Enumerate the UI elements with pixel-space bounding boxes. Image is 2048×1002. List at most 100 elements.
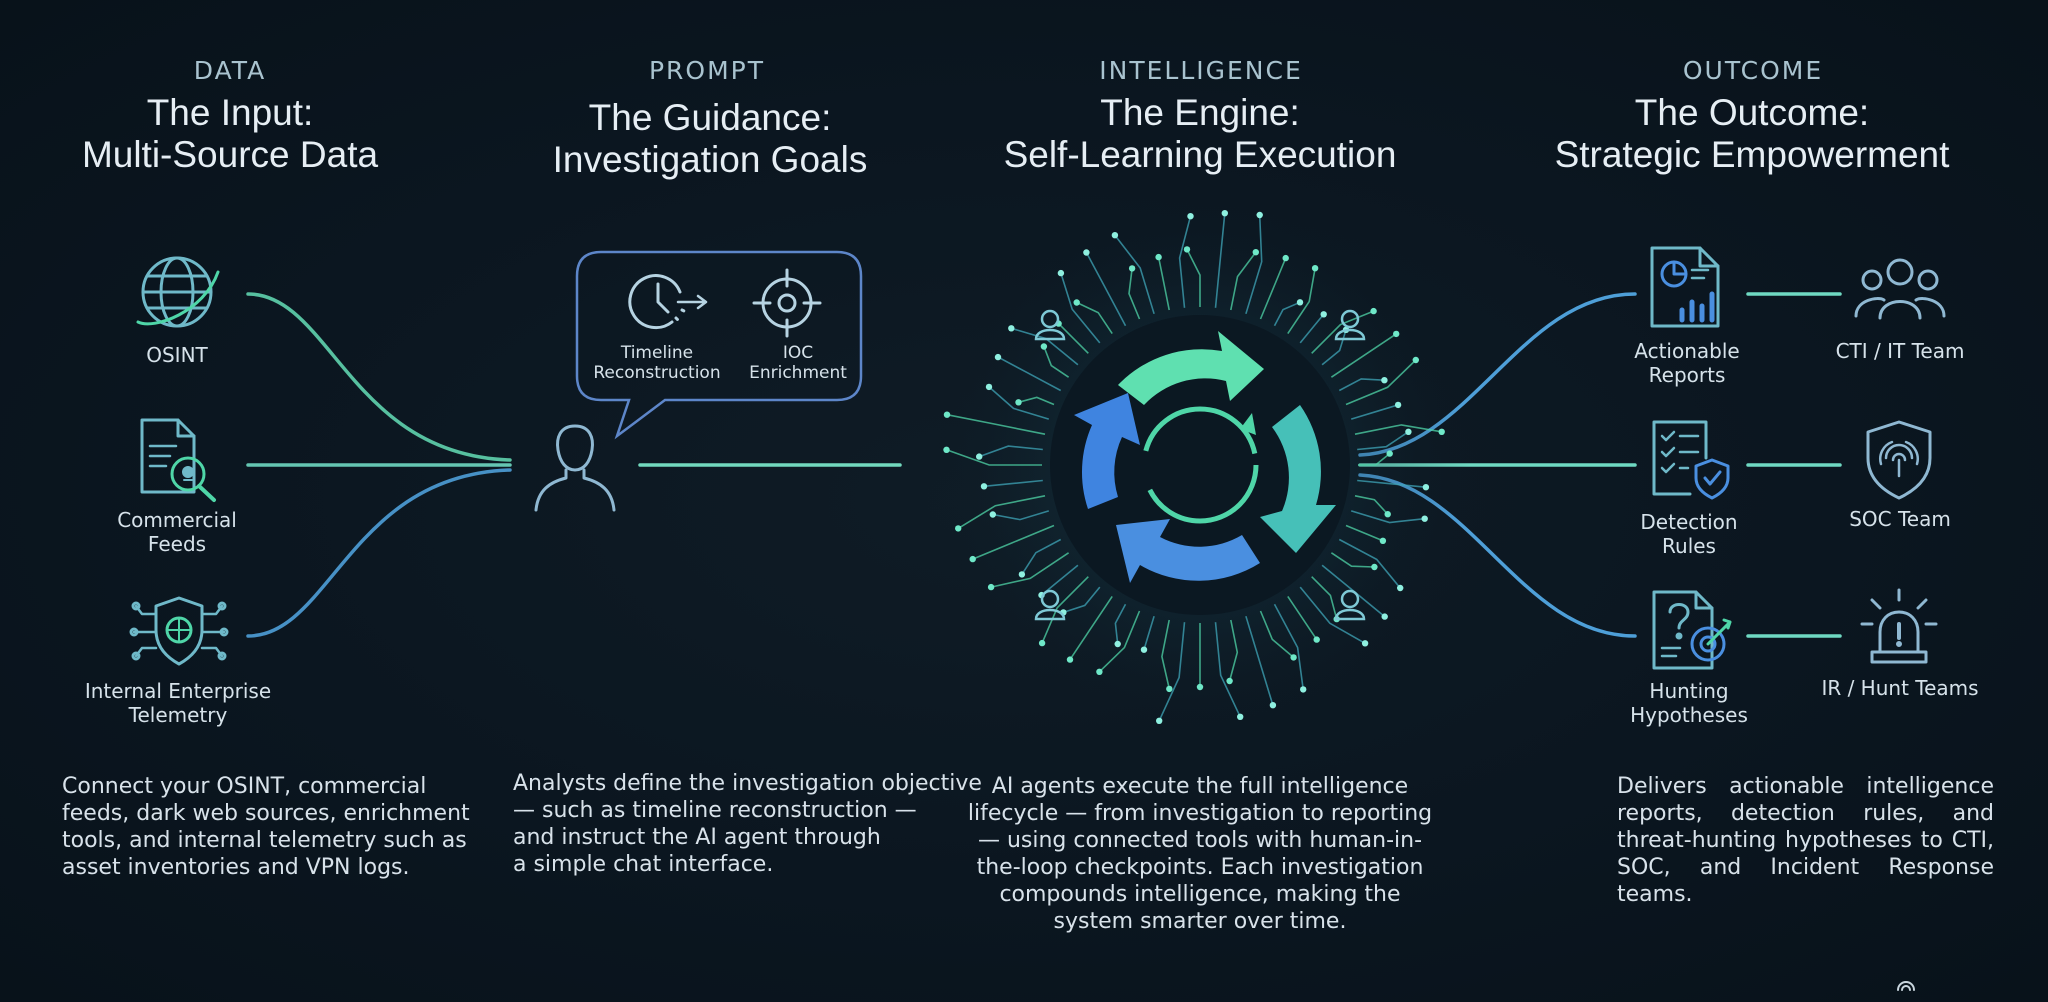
circuit-trace <box>1321 329 1347 366</box>
circuit-node <box>1412 356 1419 364</box>
description-line: system smarter over time. <box>1053 909 1347 934</box>
title-line: Investigation Goals <box>552 139 868 180</box>
circuit-trace <box>1273 301 1301 327</box>
circuit-node <box>1381 377 1388 384</box>
circuit-node <box>1018 571 1026 578</box>
circuit-trace <box>1214 213 1226 308</box>
label-line: Internal Enterprise <box>84 679 272 703</box>
circuit-trace <box>1128 268 1141 320</box>
circuit-node <box>1386 450 1393 457</box>
chat-bubble <box>575 250 863 440</box>
circuit-node <box>1073 299 1080 306</box>
circuit-node <box>987 583 995 591</box>
circuit-trace <box>1178 215 1192 308</box>
circuit-node <box>1311 265 1319 272</box>
label-line: Reconstruction <box>593 363 721 383</box>
column-title-outcome: The Outcome: Strategic Empowerment <box>1512 92 1992 176</box>
circuit-trace <box>1157 256 1170 311</box>
output-label-hunting: Hunting Hypotheses <box>1614 679 1764 727</box>
circuit-trace <box>1161 619 1171 690</box>
circuit-node <box>1256 211 1263 219</box>
circuit-node <box>1237 713 1244 720</box>
circuit-node <box>1421 515 1428 522</box>
circuit-trace <box>1021 538 1062 575</box>
circuit-node <box>985 383 993 391</box>
circuit-node <box>1166 685 1173 693</box>
team-label-cti: CTI / IT Team <box>1835 339 1965 363</box>
description-line: a simple chat interface. <box>513 852 774 877</box>
column-description-intelligence: AI agents execute the full intelligence … <box>960 773 1440 935</box>
circuit-trace <box>1058 323 1089 354</box>
circuit-trace <box>1158 622 1186 722</box>
description-line: Connect your OSINT, commercial <box>62 774 427 799</box>
circuit-node <box>1252 249 1259 256</box>
description-line: tools, and internal telemetry such as <box>62 828 467 853</box>
circuit-node <box>1040 343 1048 350</box>
circuit-node <box>1038 639 1046 647</box>
agent-person-icons <box>1034 309 1366 621</box>
circuit-trace <box>1330 333 1397 378</box>
label-line: Hypotheses <box>1630 703 1748 727</box>
team-label-soc: SOC Team <box>1849 507 1951 531</box>
label-line: Telemetry <box>128 703 228 727</box>
circuit-trace <box>946 413 1046 435</box>
circuit-node <box>1226 677 1233 685</box>
circuit-node <box>1438 428 1445 435</box>
circuit-node <box>1096 668 1103 675</box>
label-line: Reports <box>1648 363 1726 387</box>
circuit-trace <box>1085 252 1127 327</box>
circuit-trace <box>1350 510 1425 524</box>
circuit-trace <box>1043 346 1070 378</box>
circuit-trace <box>1273 603 1304 690</box>
ai-engine-core <box>930 195 1470 735</box>
circuit-node <box>1370 307 1377 315</box>
label-line: OSINT <box>146 343 208 367</box>
circuit-node <box>1320 311 1327 318</box>
source-label-commercial-feeds: Commercial Feeds <box>90 508 264 556</box>
circuit-node <box>1379 537 1387 544</box>
circuit-trace <box>957 495 1046 530</box>
circuit-trace <box>1345 359 1417 406</box>
column-description-prompt: Analysts define the investigation object… <box>513 770 983 878</box>
circuit-node <box>1111 232 1119 239</box>
label-line: Enrichment <box>749 363 847 383</box>
prompt-label-timeline: Timeline Reconstruction <box>582 343 732 383</box>
circuit-node <box>943 411 951 418</box>
column-description-data: Connect your OSINT, commercial feeds, da… <box>62 773 482 881</box>
circuit-trace <box>978 445 1043 458</box>
circuit-node <box>1083 249 1090 256</box>
circuit-trace <box>1098 610 1141 673</box>
column-title-intelligence: The Engine: Self-Learning Execution <box>970 92 1430 176</box>
circuit-trace <box>1287 595 1318 641</box>
circuit-trace <box>1358 452 1391 466</box>
circuit-node <box>1196 683 1204 691</box>
circuit-node <box>1128 265 1136 272</box>
circuit-trace <box>1345 524 1384 542</box>
label-line: Rules <box>1662 534 1716 558</box>
circuit-node <box>1361 640 1369 647</box>
column-title-prompt: The Guidance: Investigation Goals <box>500 97 920 181</box>
report-chart-icon <box>1650 246 1720 328</box>
description-line: the-loop checkpoints. Each investigation <box>976 855 1424 880</box>
title-line: The Guidance: <box>588 97 832 138</box>
circuit-trace <box>1214 622 1241 718</box>
logo-mark-icon <box>1897 981 1915 991</box>
circuit-trace <box>1114 234 1155 315</box>
circuit-trace <box>1287 268 1316 335</box>
circuit-trace <box>1330 552 1375 568</box>
circuit-traces <box>943 210 1445 724</box>
circuit-node <box>976 453 983 460</box>
circuit-node <box>1405 428 1412 435</box>
circuit-node <box>1066 656 1074 663</box>
circuit-trace <box>1114 603 1127 645</box>
circuit-trace <box>1354 424 1442 435</box>
label-line: IOC <box>782 343 814 363</box>
title-line: The Engine: <box>1100 92 1300 133</box>
circuit-node <box>1313 636 1320 643</box>
description-line: — such as timeline reconstruction — <box>513 798 917 823</box>
circuit-trace <box>1245 214 1263 315</box>
title-line: Self-Learning Execution <box>1003 134 1397 175</box>
description-line: feeds, dark web sources, enrichment <box>62 801 470 826</box>
circuit-node <box>1183 246 1191 253</box>
circuit-node <box>955 525 962 532</box>
